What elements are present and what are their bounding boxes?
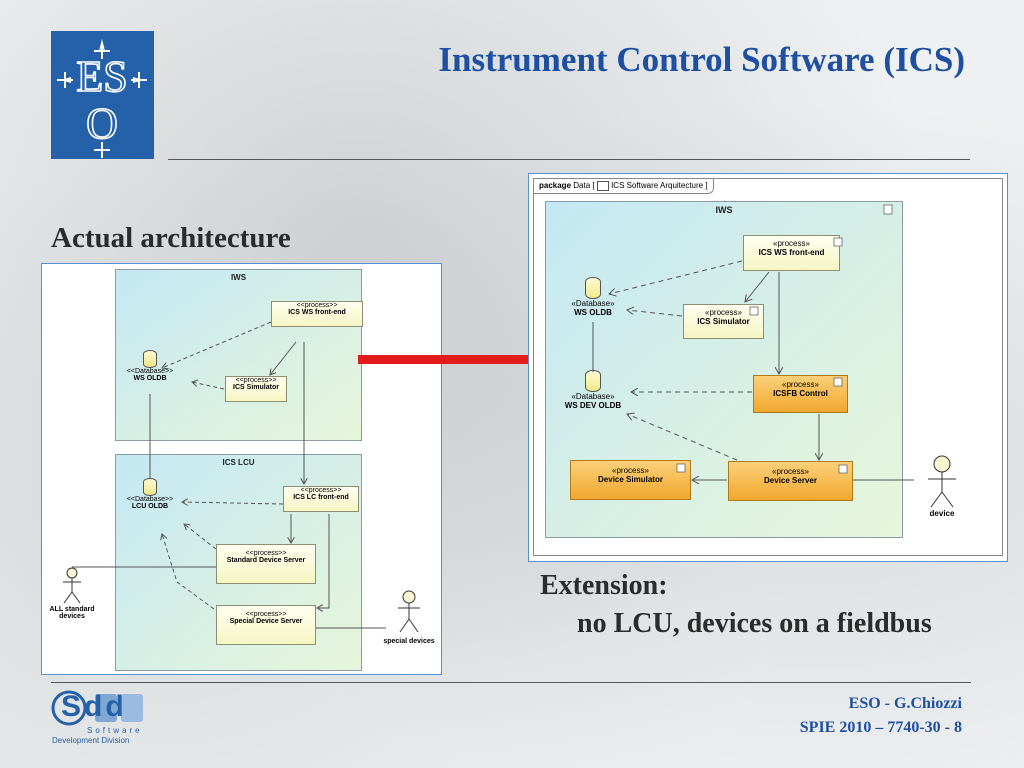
footer-conference: SPIE 2010 – 7740-30 - 8 — [799, 719, 962, 736]
process-name: ICS WS front-end — [288, 309, 346, 316]
stereotype-label: «process» — [782, 380, 819, 389]
process-name: Device Simulator — [598, 475, 663, 484]
star-icon — [61, 77, 143, 83]
actor-icon — [63, 567, 81, 604]
star-icon — [57, 43, 147, 158]
sdd-logo-line2: Development Division — [52, 736, 130, 745]
sdd-logo-emblem — [51, 690, 143, 726]
stereotype-label: <<process>> — [300, 487, 342, 494]
slide-title: Instrument Control Software (ICS) — [438, 40, 965, 79]
eso-logo-text-bottom: O — [86, 99, 118, 148]
right-diagram-panel: package Data [ ICS Software Arquitecture… — [528, 173, 1008, 562]
process-name: Device Server — [764, 476, 817, 485]
process-name: ICS LC front-end — [293, 494, 349, 501]
process-name: ICSFB Control — [773, 389, 828, 398]
database-name: WS OLDB — [133, 375, 167, 382]
package-keyword: package — [539, 181, 572, 190]
actor-icon — [398, 590, 420, 633]
right-heading-line2: no LCU, devices on a fieldbus — [577, 608, 932, 639]
ws-oldb-database: <<Database>> WS OLDB — [120, 350, 180, 382]
stereotype-label: «process» — [773, 239, 810, 248]
sdd-logo-line1: Software — [87, 726, 143, 735]
left-heading: Actual architecture — [51, 222, 291, 254]
sdd-logo-mark: Sdd — [51, 688, 149, 726]
process-name: ICS Simulator — [233, 384, 279, 391]
stereotype-label: «Database» — [571, 299, 615, 308]
footer-divider — [51, 682, 971, 683]
left-diagram-connectors — [63, 321, 420, 633]
process-name: Special Device Server — [229, 618, 303, 625]
stereotype-label: «process» — [772, 467, 809, 476]
stereotype-label: «Database» — [571, 392, 615, 401]
ics-ws-front-end-process: <<process>> ICS WS front-end — [271, 301, 363, 327]
stereotype-label: <<process>> — [235, 377, 277, 384]
database-name: WS DEV OLDB — [564, 401, 622, 410]
ws-oldb-database: «Database» WS OLDB — [561, 277, 625, 317]
device-server-process: «process» Device Server — [728, 461, 853, 501]
right-diagram-connectors — [592, 204, 956, 508]
device-simulator-process: «process» Device Simulator — [570, 460, 691, 500]
special-devices-label: special devices — [383, 638, 435, 645]
left-diagram-panel: IWS ICS LCU <<process>> ICS WS front-end… — [41, 263, 442, 675]
stereotype-label: <<Database>> — [126, 496, 174, 503]
eso-logo: ES O — [51, 31, 154, 159]
actor-icon — [928, 455, 956, 508]
package-title: IWS — [230, 273, 247, 282]
ics-simulator-process: <<process>> ICS Simulator — [225, 376, 287, 402]
package-title: ICS LCU — [222, 458, 255, 467]
sdd-logo: Sdd Software Development Division — [51, 688, 161, 748]
package-name: Data [ — [573, 181, 595, 190]
stereotype-label: «process» — [705, 308, 742, 317]
stereotype-label: <<process>> — [245, 611, 287, 618]
stereotype-label: <<Database>> — [126, 368, 174, 375]
eso-logo-text-top: ES — [76, 52, 127, 101]
eso-logo-mark: ES O — [57, 39, 147, 158]
ics-lc-front-end-process: <<process>> ICS LC front-end — [283, 486, 359, 512]
ics-ws-front-end-process: «process» ICS WS front-end — [743, 235, 840, 271]
package-header: package Data [ ICS Software Arquitecture… — [534, 179, 714, 194]
process-name: ICS WS front-end — [758, 248, 825, 257]
right-heading-line1: Extension: — [540, 570, 668, 601]
process-name: Standard Device Server — [226, 557, 306, 564]
all-standard-devices-label: ALL standard devices — [49, 606, 95, 620]
standard-device-server-process: <<process>> Standard Device Server — [216, 544, 316, 584]
database-name: WS OLDB — [574, 308, 612, 317]
device-label: device — [929, 509, 955, 518]
stereotype-label: <<process>> — [296, 302, 338, 309]
process-name: ICS Simulator — [697, 317, 750, 326]
stereotype-label: «process» — [612, 466, 649, 475]
package-title: IWS — [715, 205, 733, 215]
database-icon — [585, 277, 601, 299]
sdd-logo-text: Sdd — [61, 690, 127, 723]
database-icon — [143, 350, 157, 368]
title-divider — [168, 159, 970, 160]
footer-author: ESO - G.Chiozzi — [848, 695, 962, 712]
special-device-server-process: <<process>> Special Device Server — [216, 605, 316, 645]
stereotype-label: <<process>> — [245, 550, 287, 557]
diagram-icon — [596, 180, 609, 191]
icsfb-control-process: «process» ICSFB Control — [753, 375, 848, 413]
diagram-name: ICS Software Arquitecture ] — [611, 181, 708, 190]
database-name: LCU OLDB — [131, 503, 169, 510]
